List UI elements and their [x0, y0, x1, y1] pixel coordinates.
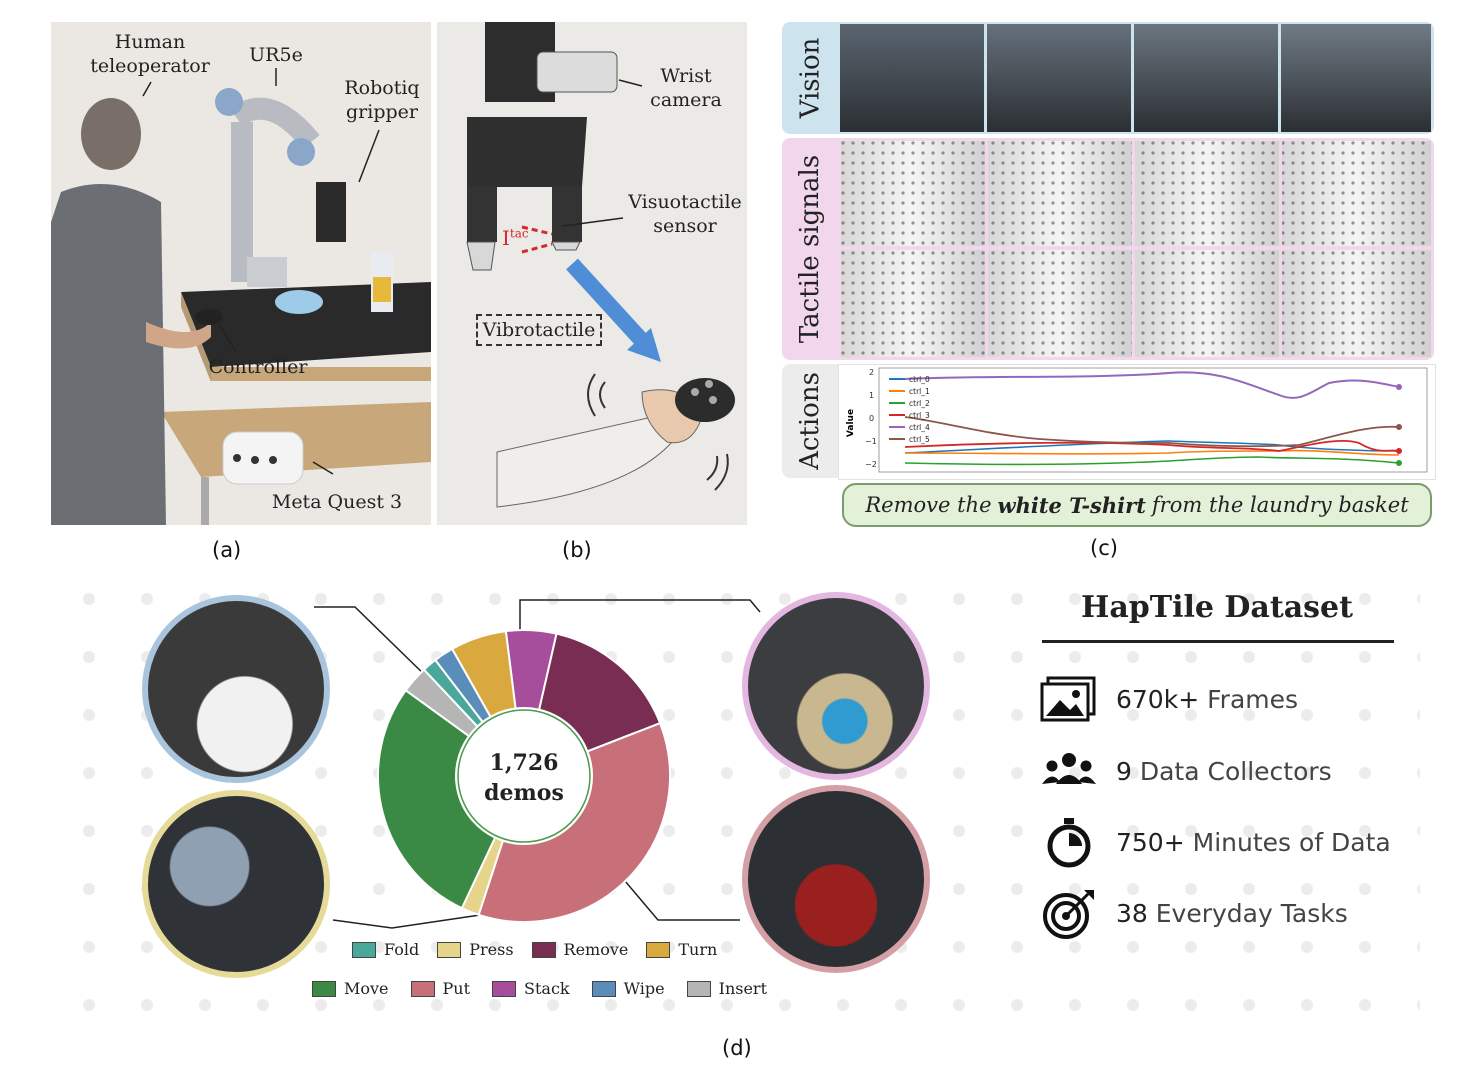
tactile-row-label: Tactile signals — [782, 138, 838, 360]
legend-item: Move — [312, 979, 389, 998]
label-itac: Itac — [502, 226, 529, 250]
ytick-1: 1 — [869, 391, 874, 400]
donut-slice-move — [377, 688, 497, 910]
target-icon — [1043, 890, 1094, 939]
ytick-0: 0 — [869, 414, 874, 423]
teleop-setup-illustration — [51, 22, 431, 525]
label-visuotactile-sensor: Visuotactile sensor — [628, 191, 742, 237]
task-caption: Remove the white T-shirt from the laundr… — [842, 483, 1432, 527]
stat-frames: 670k+ Frames — [1040, 674, 1298, 724]
label-controller: Controller — [208, 356, 308, 378]
label-wrist-camera: Wrist camera — [650, 65, 722, 111]
vision-frame-3 — [1134, 24, 1278, 132]
tactile-grid — [841, 141, 1431, 357]
label-human-teleoperator: Human teleoperator — [90, 31, 210, 77]
panel-a-photo — [51, 22, 431, 525]
donut-slice-put — [477, 721, 671, 923]
stat-minutes: 750+ Minutes of Data — [1040, 816, 1391, 868]
gripper-sensor-illustration — [437, 22, 747, 525]
legend-item: Stack — [492, 979, 570, 998]
vision-frames — [838, 22, 1434, 134]
tactile-frames — [838, 138, 1434, 360]
actions-legend: ctrl_0 ctrl_1 ctrl_2 ctrl_3 ctrl_4 ctrl_… — [889, 375, 930, 444]
svg-text:ctrl_4: ctrl_4 — [909, 423, 930, 432]
actions-row-label: Actions — [782, 364, 838, 478]
demo-distribution-donut — [377, 629, 671, 923]
label-robotiq-gripper: Robotiq gripper — [344, 77, 420, 123]
panel-b-photo — [437, 22, 747, 525]
actions-line-chart: Value 2 1 0 −1 −2 ctrl_0 ctrl_1 ctrl_2 c… — [846, 367, 1428, 473]
donut-hole — [457, 709, 591, 843]
svg-text:ctrl_0: ctrl_0 — [909, 375, 930, 384]
legend-item: Fold — [352, 940, 419, 959]
sublabel-c: (c) — [1090, 536, 1118, 560]
ytick-neg1: −1 — [865, 437, 877, 446]
dataset-title: HapTile Dataset — [1081, 590, 1353, 625]
example-photo-wipe — [142, 595, 330, 783]
donut-legend-row-2: Move Put Stack Wipe Insert — [312, 979, 767, 998]
dataset-title-rule — [1042, 640, 1394, 643]
vision-frame-4 — [1281, 24, 1431, 132]
stopwatch-icon — [1047, 818, 1091, 868]
panel-a-arrows — [142, 68, 380, 475]
example-photo-put — [742, 785, 930, 973]
donut-center-count: 1,726 — [489, 750, 559, 776]
label-vibrotactile: Vibrotactile — [476, 314, 602, 346]
label-ur5e: UR5e — [249, 44, 303, 66]
sublabel-b: (b) — [562, 538, 592, 562]
stat-collectors: 9 Data Collectors — [1040, 746, 1332, 796]
stat-tasks: 38 Everyday Tasks — [1040, 886, 1348, 940]
donut-slice-remove — [537, 632, 662, 753]
ytick-neg2: −2 — [865, 460, 877, 469]
svg-text:ctrl_2: ctrl_2 — [909, 399, 930, 408]
vision-row-label: Vision — [782, 22, 838, 134]
legend-item: Press — [437, 940, 514, 959]
svg-text:ctrl_1: ctrl_1 — [909, 387, 930, 396]
panel-b-arrows — [562, 79, 643, 227]
images-icon — [1040, 676, 1096, 722]
example-photo-move — [142, 790, 330, 978]
svg-text:ctrl_3: ctrl_3 — [909, 411, 930, 420]
legend-item: Put — [410, 979, 470, 998]
legend-item: Insert — [686, 979, 767, 998]
legend-item: Remove — [531, 940, 628, 959]
vision-frame-1 — [840, 24, 984, 132]
sublabel-d: (d) — [722, 1036, 752, 1060]
svg-text:ctrl_5: ctrl_5 — [909, 435, 930, 444]
actions-ylabel: Value — [846, 409, 856, 437]
people-icon — [1042, 753, 1096, 784]
example-photo-stack — [742, 592, 930, 780]
actions-plot: Value 2 1 0 −1 −2 ctrl_0 ctrl_1 ctrl_2 c… — [838, 364, 1436, 480]
donut-center-unit: demos — [484, 780, 564, 806]
donut-legend-row-1: Fold Press Remove Turn — [352, 940, 717, 959]
vision-frame-2 — [987, 24, 1131, 132]
sublabel-a: (a) — [212, 538, 242, 562]
legend-item: Wipe — [591, 979, 665, 998]
legend-item: Turn — [646, 940, 717, 959]
donut-center-text: 1,726 demos — [470, 748, 578, 808]
ytick-2: 2 — [869, 368, 874, 377]
donut-slice-turn — [450, 630, 517, 719]
label-meta-quest-3: Meta Quest 3 — [271, 491, 403, 513]
